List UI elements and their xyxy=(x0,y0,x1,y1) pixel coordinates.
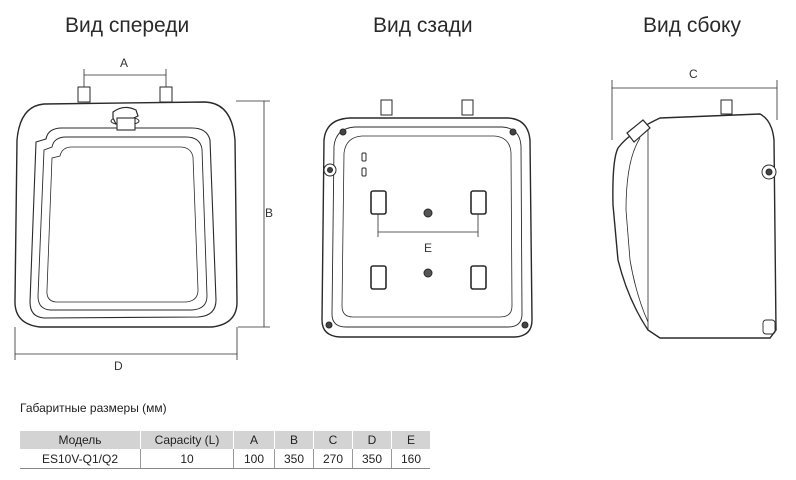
side-body xyxy=(612,113,777,339)
mounting-slot xyxy=(470,265,487,290)
dimension-b-label: B xyxy=(265,206,273,220)
table-caption: Габаритные размеры (мм) xyxy=(20,401,167,415)
table-header-row: Модель Capacity (L) A B C D E xyxy=(20,431,430,449)
back-view: E xyxy=(321,99,533,338)
screw-icon xyxy=(325,321,333,329)
screw-icon xyxy=(521,321,529,329)
header-b: B xyxy=(274,431,314,449)
front-view: A B D xyxy=(14,56,273,373)
side-knob xyxy=(626,119,651,143)
header-d: D xyxy=(352,431,392,449)
back-inlet-pipe xyxy=(380,99,393,116)
header-e: E xyxy=(391,431,430,449)
dimension-d-label: D xyxy=(114,359,123,373)
back-view-title: Вид сзади xyxy=(373,14,473,37)
header-model: Модель xyxy=(20,431,141,449)
cell-a: 100 xyxy=(233,449,275,469)
cell-d: 350 xyxy=(352,449,392,469)
header-a: A xyxy=(233,431,275,449)
front-view-title: Вид спереди xyxy=(65,14,190,37)
screw-icon xyxy=(339,128,347,136)
table-row: ES10V-Q1/Q2 10 100 350 270 350 160 xyxy=(20,449,430,469)
screw-icon xyxy=(509,128,517,136)
technical-drawing: A B D xyxy=(14,56,778,373)
front-inlet-pipe xyxy=(77,86,91,103)
front-body xyxy=(14,101,238,328)
dimension-a-label: A xyxy=(120,56,128,70)
mounting-slot xyxy=(370,190,387,215)
front-panel xyxy=(29,127,217,319)
back-outlet-pipe xyxy=(461,99,474,116)
side-view: C xyxy=(611,67,778,339)
mounting-slot xyxy=(370,265,387,290)
dimension-c-label: C xyxy=(689,67,698,81)
header-capacity: Capacity (L) xyxy=(140,431,234,449)
cell-c: 270 xyxy=(313,449,353,469)
header-c: C xyxy=(313,431,353,449)
dimension-e-label: E xyxy=(424,241,432,255)
cell-model: ES10V-Q1/Q2 xyxy=(20,449,141,469)
side-pipe xyxy=(720,99,733,115)
cell-capacity: 10 xyxy=(140,449,234,469)
mounting-slot xyxy=(470,190,487,215)
back-body xyxy=(321,117,533,338)
dimensions-table: Модель Capacity (L) A B C D E ES10V-Q1/Q… xyxy=(20,431,430,469)
cell-b: 350 xyxy=(274,449,314,469)
front-outlet-pipe xyxy=(159,86,173,103)
cell-e: 160 xyxy=(391,449,430,469)
side-view-title: Вид сбоку xyxy=(643,14,741,37)
